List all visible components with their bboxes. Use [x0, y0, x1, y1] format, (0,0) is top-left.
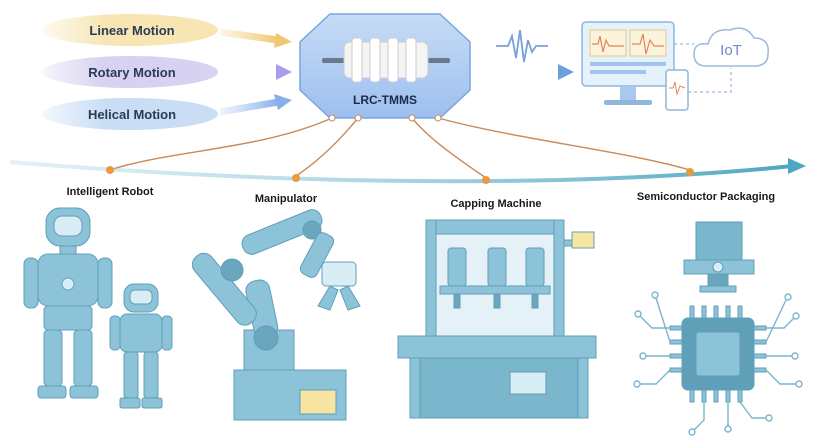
arrowhead-linear — [274, 33, 292, 48]
transducer-device-icon — [322, 37, 450, 83]
input-arrows — [219, 28, 292, 116]
circuit-traces — [633, 291, 803, 436]
input-rotary-motion: Rotary Motion — [42, 56, 218, 88]
monitor-icon — [581, 21, 675, 105]
intelligent-robot-illustration — [23, 207, 173, 409]
input-linear-motion: Linear Motion — [42, 14, 218, 46]
capping-machine-illustration — [397, 219, 597, 419]
semiconductor-packaging-illustration — [633, 221, 803, 436]
label-semiconductor-packaging: Semiconductor Packaging — [637, 191, 775, 203]
iot-dashed-links — [674, 43, 732, 93]
output-arrow — [480, 64, 574, 80]
arrowhead-helical — [274, 94, 292, 110]
node-capping — [482, 176, 490, 184]
input-label: Rotary Motion — [88, 65, 175, 80]
label-manipulator: Manipulator — [255, 193, 318, 205]
manipulator-illustration — [191, 209, 361, 421]
arrow-helical — [219, 98, 279, 116]
link-capping — [411, 117, 487, 179]
iot-label: IoT — [720, 42, 742, 59]
signal-waveform-icon — [496, 29, 548, 63]
link-robot — [109, 117, 333, 171]
iot-cloud-icon: IoT — [693, 27, 769, 67]
hub-links — [109, 114, 691, 179]
node-semiconductor — [686, 168, 694, 176]
label-intelligent-robot: Intelligent Robot — [67, 186, 154, 198]
hub-label: LRC-TMMS — [353, 93, 417, 107]
input-helical-motion: Helical Motion — [42, 98, 218, 130]
application-timeline — [9, 158, 806, 184]
input-label: Helical Motion — [88, 107, 176, 122]
hub-lrc-tmms: LRC-TMMS — [299, 13, 471, 119]
node-manipulator — [292, 174, 300, 182]
input-label: Linear Motion — [89, 23, 174, 38]
link-semiconductor — [437, 117, 691, 171]
node-robot — [106, 166, 114, 174]
arrow-linear — [219, 28, 279, 44]
arrowhead-rotary — [276, 64, 292, 80]
link-manipulator — [295, 117, 359, 177]
smartphone-icon — [665, 69, 689, 111]
label-capping-machine: Capping Machine — [450, 198, 541, 210]
